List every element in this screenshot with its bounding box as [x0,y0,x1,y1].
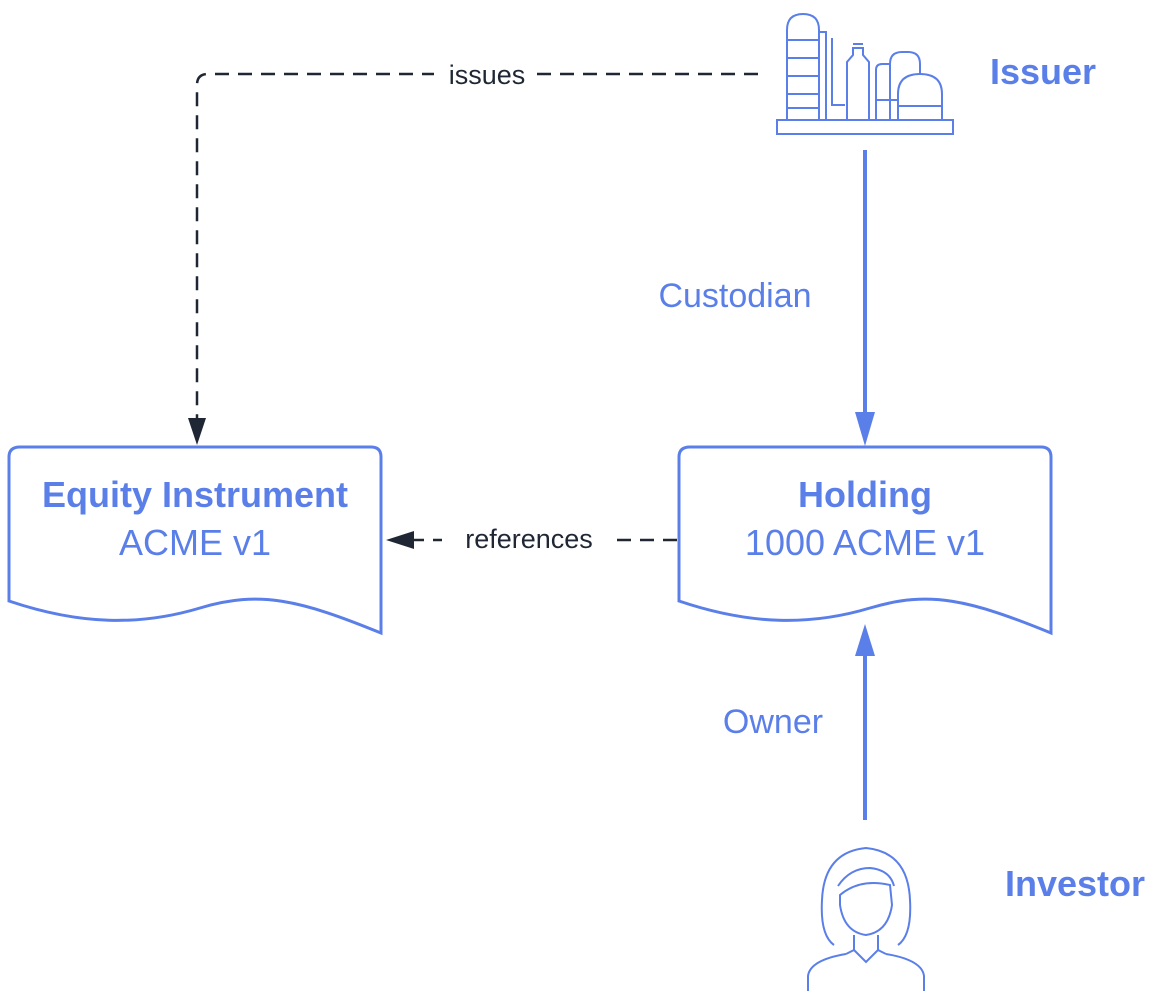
holding-shape [677,445,1053,636]
equity-instrument-title: Equity Instrument [42,474,348,515]
equity-instrument-shape [7,445,383,636]
edge-references-arrowhead [386,531,414,549]
actor-issuer[interactable]: Issuer [776,12,1096,135]
equity-instrument-subtitle: ACME v1 [119,522,271,563]
person-icon [807,846,925,991]
issuer-label: Issuer [990,51,1096,92]
edge-issues-arrowhead [188,418,206,445]
factory-icon [776,12,954,135]
actor-investor[interactable]: Investor [807,846,1145,991]
edge-issues-label: issues [449,60,526,90]
node-holding[interactable]: Holding 1000 ACME v1 [677,445,1053,636]
edge-issues-line [195,72,758,418]
edge-owner-label: Owner [723,703,823,741]
edge-owner-arrowhead [855,624,875,656]
edge-custodian: Custodian [658,150,875,446]
edge-references-label: references [465,524,593,554]
edge-issues: issues [188,58,758,445]
edge-references: references [386,522,677,556]
holding-subtitle: 1000 ACME v1 [745,522,985,563]
edge-owner: Owner [723,624,875,820]
edge-custodian-label: Custodian [658,277,811,315]
edge-custodian-arrowhead [855,412,875,446]
investor-label: Investor [1005,863,1145,904]
holding-title: Holding [798,474,932,515]
node-equity-instrument[interactable]: Equity Instrument ACME v1 [7,445,383,636]
